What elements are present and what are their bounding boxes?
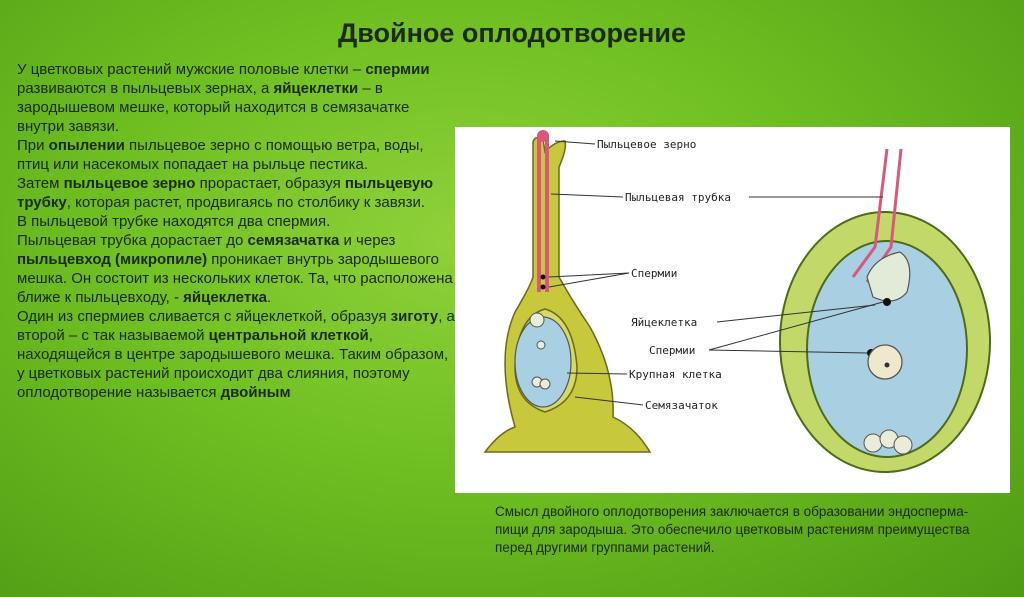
label-pollen-tube: Пыльцевая трубка: [625, 191, 731, 204]
egg-cell-left: [529, 312, 545, 328]
label-large-cell: Крупная клетка: [629, 368, 722, 381]
line-sperm-1b: [548, 272, 630, 288]
main-text: У цветковых растений мужские половые кле…: [17, 60, 455, 402]
pollen-grain-left: [537, 130, 549, 142]
paragraph-4: В пыльцевой трубке находятся два спермия…: [17, 213, 331, 230]
sperm-left-1: [540, 274, 546, 280]
nucleus-dot: [884, 362, 890, 368]
line-ovule: [574, 396, 644, 406]
line-pollen-grain: [554, 140, 596, 145]
line-sperm-2: [708, 301, 884, 351]
line-large-cell: [566, 372, 628, 375]
paragraph-2: При опылении пыльцевое зерно с помощью в…: [17, 137, 424, 173]
line-sperm-1: [548, 272, 630, 278]
fertilization-diagram: Пыльцевое зерно Пыльцевая трубка Спермии…: [455, 127, 1010, 493]
line-sperm-2b: [708, 349, 868, 354]
embryo-sac-left: [514, 316, 572, 408]
label-ovule: Семязачаток: [645, 399, 718, 412]
paragraph-5: Пыльцевая трубка дорастает до семязачатк…: [17, 232, 453, 306]
central-cell-nucleus: [867, 344, 903, 380]
line-pollen-tube: [550, 193, 624, 198]
paragraph-1: У цветковых растений мужские половые кле…: [17, 61, 430, 135]
page-title: Двойное оплодотворение: [338, 18, 686, 48]
label-sperm-2: Спермии: [649, 344, 695, 357]
label-pollen-grain: Пыльцевое зерно: [597, 138, 696, 151]
pollen-tube-left: [537, 135, 549, 292]
antipodal-right-1: [863, 433, 883, 453]
diagram-svg: Пыльцевое зерно Пыльцевая трубка Спермии…: [483, 130, 991, 473]
line-egg-cell: [716, 304, 876, 323]
central-nucleus-left: [536, 340, 546, 350]
label-sperm-1: Спермии: [631, 267, 677, 280]
paragraph-3: Затем пыльцевое зерно прорастает, образу…: [17, 175, 434, 211]
antipodal-left-2: [539, 378, 551, 390]
figure-caption: Смысл двойного оплодотворения заключаетс…: [495, 504, 970, 555]
paragraph-6: Один из спермиев сливается с яйцеклеткой…: [17, 308, 455, 401]
antipodal-right-3: [893, 435, 913, 455]
pistil-shape: [483, 136, 652, 453]
label-egg-cell: Яйцеклетка: [631, 316, 697, 329]
sperm-left-2: [540, 284, 546, 290]
sperm-right-1: [883, 298, 891, 306]
